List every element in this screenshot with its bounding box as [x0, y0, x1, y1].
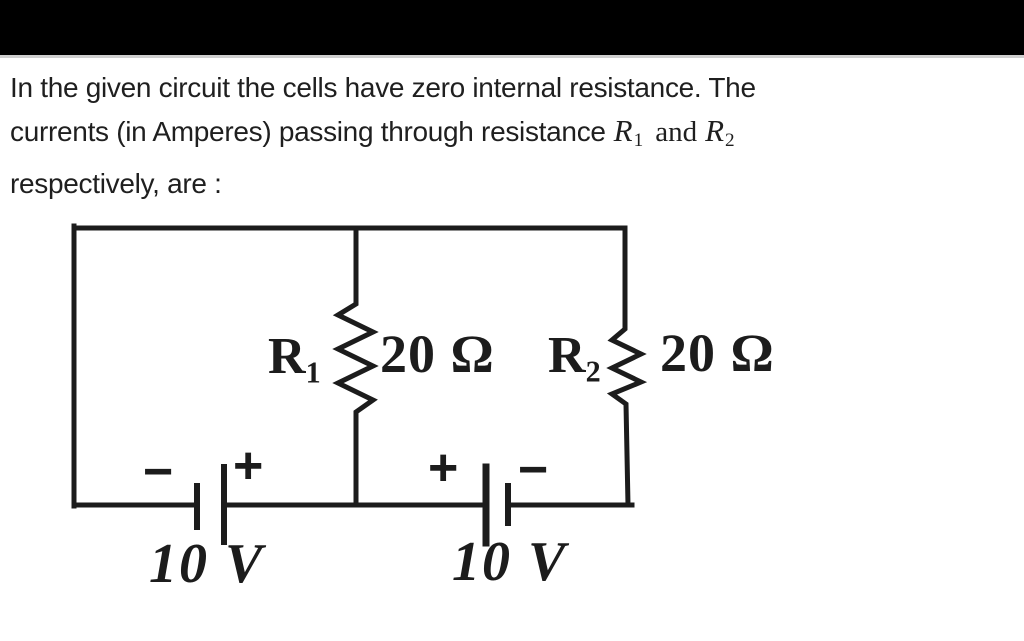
question-line-1: In the given circuit the cells have zero… [10, 72, 756, 103]
battery1-voltage-label: 10 V [149, 533, 265, 595]
resistor1-label-sub: 1 [305, 355, 321, 390]
battery1-plus-sign: + [233, 437, 264, 495]
question-line-2: currents (in Amperes) passing through re… [10, 109, 1020, 162]
resistor2-label-base: R [548, 327, 586, 384]
resistor1-value: 20 Ω [380, 324, 495, 384]
battery2-plus-sign: + [428, 439, 459, 497]
resistor2-label-sub: 2 [585, 354, 601, 389]
resistor2-label: R2 [548, 330, 601, 387]
circuit-wires [71, 223, 648, 547]
question-conjunction: and [655, 116, 698, 148]
math-r1-sub: 1 [633, 130, 644, 152]
battery2-minus-sign: − [518, 441, 549, 499]
battery2-voltage-label: 10 V [452, 531, 568, 593]
battery1-minus-sign: − [143, 443, 174, 501]
top-bar [0, 0, 1024, 58]
math-r2-base: R [705, 113, 725, 148]
math-r2: R2 [705, 113, 735, 152]
question-line-3: respectively, are : [10, 168, 222, 200]
math-r1-base: R [613, 113, 633, 148]
question-text: In the given circuit the cells have zero… [10, 66, 1020, 205]
resistor2-branch-zigzag [606, 225, 648, 508]
resistor1-label-base: R [268, 328, 306, 385]
math-r1: R1 [613, 113, 644, 152]
resistor1-branch-zigzag [332, 225, 379, 508]
resistor1-label: R1 [268, 331, 321, 388]
question-line-2-prefix: currents (in Amperes) passing through re… [10, 116, 606, 147]
math-r2-sub: 2 [725, 130, 735, 152]
resistor2-value: 20 Ω [660, 323, 775, 383]
